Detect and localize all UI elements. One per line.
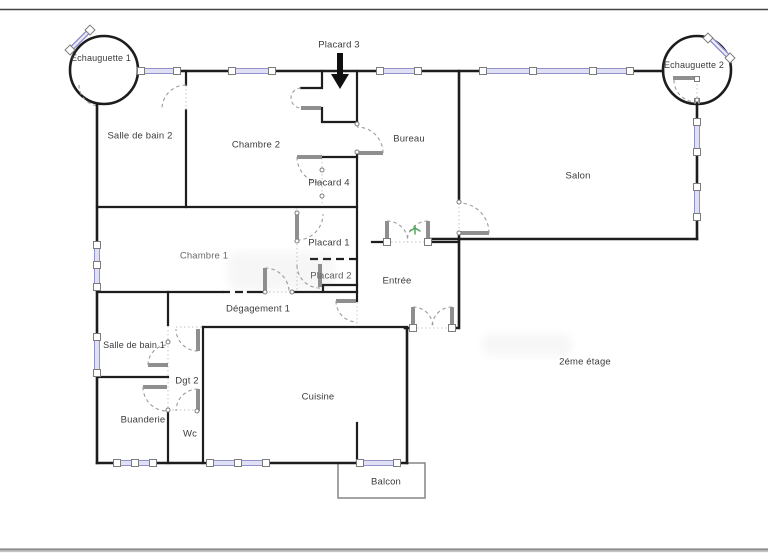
watermark-smudge — [228, 252, 333, 290]
floor-level-label: 2éme étage — [559, 356, 611, 368]
room-label-chambre-1: Chambre 1 — [179, 250, 229, 262]
room-label-degagement-1: Dégagement 1 — [225, 303, 291, 315]
room-label-chambre-2: Chambre 2 — [231, 139, 281, 151]
room-label-wc: Wc — [182, 428, 198, 440]
balcony-outline — [337, 462, 426, 499]
room-label-placard-4: Placard 4 — [308, 177, 350, 189]
room-label-buanderie: Buanderie — [120, 414, 166, 426]
room-label-placard-1: Placard 1 — [308, 237, 350, 249]
room-label-salle-de-bain-2: Salle de bain 2 — [107, 130, 173, 142]
green-marker-icon — [409, 225, 421, 235]
room-label-balcon: Balcon — [371, 476, 401, 488]
watermark-smudge — [482, 334, 572, 356]
photo-frame — [0, 8, 768, 553]
room-label-placard-3: Placard 3 — [318, 39, 360, 51]
window-icons — [64, 24, 736, 467]
room-label-dgt-2: Dgt 2 — [175, 375, 199, 387]
room-label-placard-2: Placard 2 — [310, 270, 352, 282]
hinge-nodes — [165, 97, 700, 414]
room-label-bureau: Bureau — [393, 133, 425, 145]
room-label-salle-de-bain-1: Salle de bain 1 — [103, 340, 165, 350]
room-label-salon: Salon — [565, 170, 591, 182]
door-arcs — [142, 84, 490, 412]
placard3-arrow-icon — [331, 53, 349, 89]
door-leaves — [143, 106, 489, 411]
inner-walls — [95, 69, 461, 465]
turret-echauguette-1 — [68, 34, 140, 107]
room-label-echauguette-1: Echauguette 1 — [71, 53, 131, 63]
room-label-entree: Entrée — [382, 275, 412, 287]
room-label-echauguette-2: Echauguette 2 — [664, 60, 724, 70]
room-label-cuisine: Cuisine — [301, 391, 335, 403]
